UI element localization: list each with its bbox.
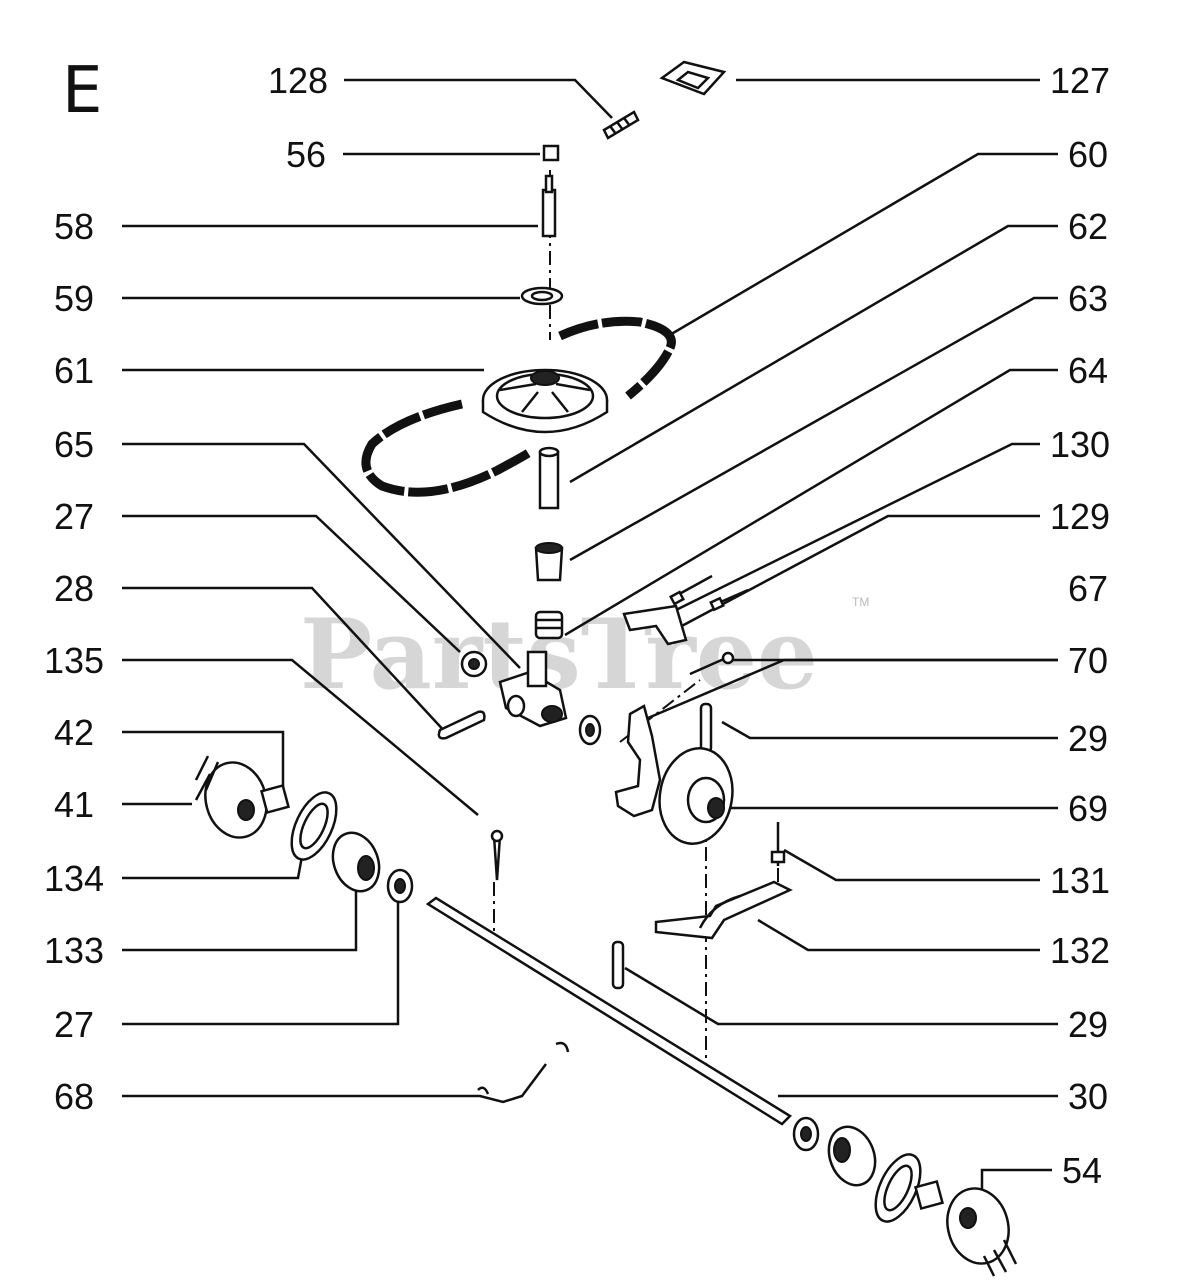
callout-70: 70 (1068, 640, 1108, 681)
watermark-trademark: TM (852, 595, 869, 609)
part-30-axle (425, 896, 793, 1126)
part-129-bracket (622, 588, 749, 646)
callout-29-upper: 29 (1068, 718, 1108, 759)
part-64-spring (534, 610, 564, 640)
callout-130: 130 (1050, 424, 1110, 465)
part-washer-right (792, 1116, 820, 1152)
callout-63: 63 (1068, 278, 1108, 319)
part-29-pin-upper (699, 702, 713, 754)
callout-29-lower: 29 (1068, 1004, 1108, 1045)
part-135-pin (490, 829, 504, 881)
part-27-washer-lower (386, 868, 414, 904)
part-133-gear (331, 831, 381, 893)
callout-61: 61 (54, 350, 94, 391)
part-61-pulley (481, 368, 609, 434)
part-70-lever (614, 704, 662, 818)
callouts-left: 128 56 58 59 61 65 27 28 135 42 41 134 1… (44, 60, 328, 1117)
callout-127: 127 (1050, 60, 1110, 101)
part-63-bushing (534, 542, 564, 582)
callout-62: 62 (1068, 206, 1108, 247)
part-128-spring (602, 110, 640, 140)
callout-59: 59 (54, 278, 94, 319)
callout-27-lower: 27 (54, 1004, 94, 1045)
callout-56: 56 (286, 134, 326, 175)
callout-42: 42 (54, 712, 94, 753)
callout-132: 132 (1050, 930, 1110, 971)
part-28-key (437, 710, 486, 740)
part-27-washer-upper (460, 650, 488, 678)
callout-134: 134 (44, 858, 104, 899)
callout-65: 65 (54, 424, 94, 465)
part-69-flange (658, 747, 734, 845)
callout-60: 60 (1068, 134, 1108, 175)
part-58-shaft (541, 174, 557, 238)
callout-30: 30 (1068, 1076, 1108, 1117)
part-134-bearing (290, 791, 338, 861)
part-62-sleeve (538, 446, 560, 510)
callout-131: 131 (1050, 860, 1110, 901)
part-29-pin-lower (611, 940, 625, 990)
callout-135: 135 (44, 640, 104, 681)
callout-133: 133 (44, 930, 104, 971)
part-washer-mid (578, 714, 602, 746)
part-127-gasket (659, 60, 727, 96)
part-spacer-right (913, 1179, 945, 1211)
part-59-washer (520, 286, 564, 306)
part-65-housing (498, 650, 568, 728)
callout-69: 69 (1068, 788, 1108, 829)
leader-lines (122, 78, 1058, 1196)
callout-68: 68 (54, 1076, 94, 1117)
part-bearing-right (874, 1153, 922, 1223)
callout-128: 128 (268, 60, 328, 101)
callout-58: 58 (54, 206, 94, 247)
callout-28: 28 (54, 568, 94, 609)
callouts-right: 127 60 62 63 64 130 129 67 70 29 69 131 … (1050, 60, 1110, 1191)
part-56-bolt (542, 144, 560, 162)
callout-27-upper: 27 (54, 496, 94, 537)
part-gear-right (827, 1125, 877, 1187)
part-60-belt (361, 316, 676, 497)
part-68-clip (477, 1041, 570, 1095)
center-lines (493, 170, 779, 1066)
part-131-bolt (770, 822, 786, 866)
part-132-bracket (654, 880, 793, 940)
part-130-pin (669, 574, 713, 606)
callout-67: 67 (1068, 568, 1108, 609)
callout-129: 129 (1050, 496, 1110, 537)
callout-54: 54 (1062, 1150, 1102, 1191)
part-67-bolt (689, 651, 735, 676)
part-42-spacer (259, 783, 291, 815)
callout-41: 41 (54, 784, 94, 825)
section-letter: E (62, 54, 102, 128)
callout-64: 64 (1068, 350, 1108, 391)
part-54-gear-right (946, 1187, 1018, 1277)
part-41-gear-left (194, 755, 268, 839)
